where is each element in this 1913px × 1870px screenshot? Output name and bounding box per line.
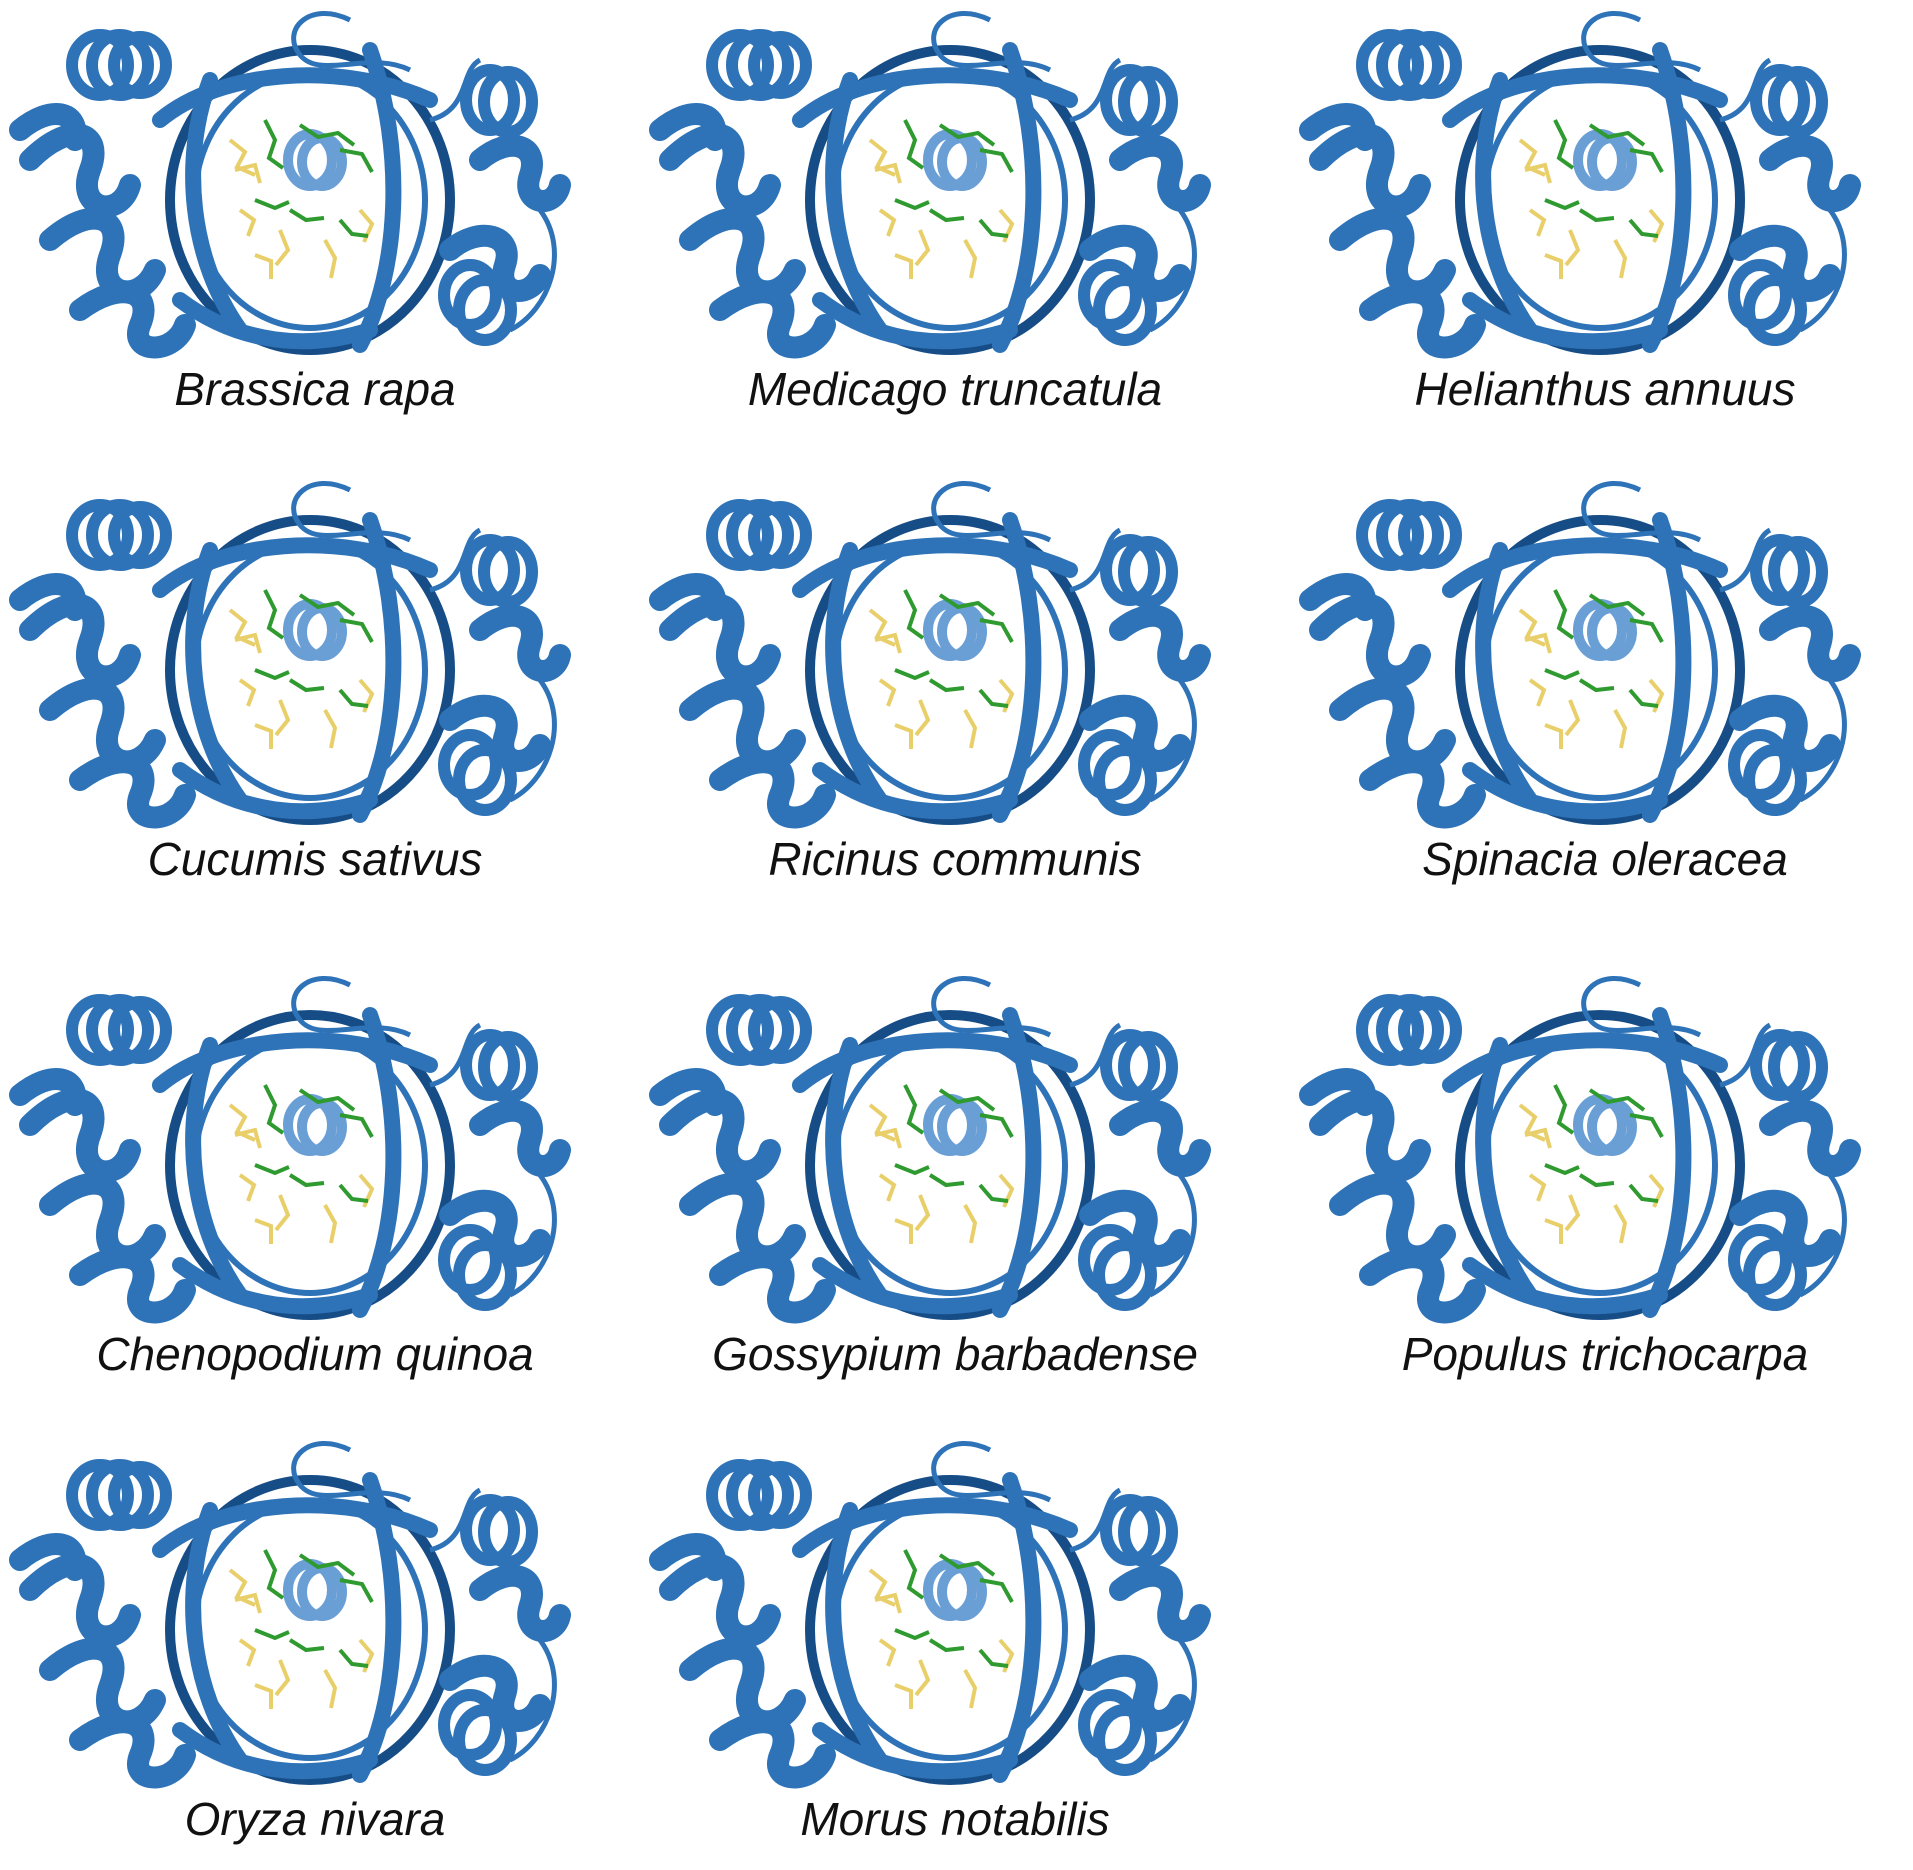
central-helix xyxy=(923,129,987,191)
left-helix-bundle xyxy=(649,573,836,829)
central-helix xyxy=(923,1559,987,1621)
top-left-helix xyxy=(1356,994,1462,1066)
ligand-sidechains xyxy=(868,1549,1015,1709)
central-helix xyxy=(283,1559,347,1621)
species-panel: Gossypium barbadense xyxy=(649,975,1260,1405)
species-label: Gossypium barbadense xyxy=(712,1328,1198,1380)
left-helix-bundle xyxy=(9,1068,196,1324)
left-helix-bundle xyxy=(1299,1068,1486,1324)
central-helix xyxy=(283,599,347,661)
protein-ribbon-structure xyxy=(649,11,1211,359)
beta-barrel xyxy=(1442,976,1745,1320)
top-left-helix xyxy=(706,29,812,101)
right-helix-bundle xyxy=(429,1022,571,1311)
right-helix-bundle xyxy=(1069,57,1211,346)
beta-barrel xyxy=(152,11,455,355)
species-panel: Helianthus annuus xyxy=(1299,10,1910,440)
right-helix-bundle xyxy=(429,1487,571,1776)
top-left-helix xyxy=(1356,29,1462,101)
species-panel: Spinacia oleracea xyxy=(1299,480,1910,910)
ligand-sidechains xyxy=(1518,119,1665,279)
species-panel: Oryza nivara xyxy=(9,1440,620,1870)
species-label: Helianthus annuus xyxy=(1414,363,1796,415)
beta-barrel xyxy=(792,1441,1095,1785)
beta-barrel xyxy=(152,976,455,1320)
ligand-sidechains xyxy=(228,119,375,279)
ligand-sidechains xyxy=(868,1084,1015,1244)
left-helix-bundle xyxy=(649,103,836,359)
left-helix-bundle xyxy=(1299,573,1486,829)
ligand-sidechains xyxy=(228,589,375,749)
beta-barrel xyxy=(1442,11,1745,355)
right-helix-bundle xyxy=(1069,1022,1211,1311)
protein-ribbon-structure xyxy=(649,1441,1211,1789)
top-left-helix xyxy=(66,1459,172,1531)
beta-barrel xyxy=(792,11,1095,355)
right-helix-bundle xyxy=(1719,57,1861,346)
protein-ribbon-structure xyxy=(1299,11,1861,359)
beta-barrel xyxy=(152,1441,455,1785)
beta-barrel xyxy=(792,481,1095,825)
species-label: Medicago truncatula xyxy=(747,363,1163,415)
right-helix-bundle xyxy=(1069,1487,1211,1776)
right-helix-bundle xyxy=(1069,527,1211,816)
left-helix-bundle xyxy=(9,103,196,359)
species-label: Spinacia oleracea xyxy=(1422,833,1788,885)
left-helix-bundle xyxy=(649,1068,836,1324)
species-panel: Cucumis sativus xyxy=(9,480,620,910)
left-helix-bundle xyxy=(649,1533,836,1789)
top-left-helix xyxy=(706,1459,812,1531)
species-panel: Brassica rapa xyxy=(9,10,620,440)
ligand-sidechains xyxy=(228,1084,375,1244)
protein-ribbon-structure xyxy=(649,976,1211,1324)
species-panel: Medicago truncatula xyxy=(649,10,1260,440)
ligand-sidechains xyxy=(868,119,1015,279)
right-helix-bundle xyxy=(429,527,571,816)
central-helix xyxy=(283,1094,347,1156)
left-helix-bundle xyxy=(9,1533,196,1789)
top-left-helix xyxy=(66,499,172,571)
ligand-sidechains xyxy=(228,1549,375,1709)
ligand-sidechains xyxy=(868,589,1015,749)
protein-ribbon-structure xyxy=(1299,481,1861,829)
central-helix xyxy=(1573,129,1637,191)
species-label: Oryza nivara xyxy=(184,1793,446,1845)
species-panel: Morus notabilis xyxy=(649,1440,1260,1870)
central-helix xyxy=(923,599,987,661)
top-left-helix xyxy=(1356,499,1462,571)
left-helix-bundle xyxy=(9,573,196,829)
protein-ribbon-structure xyxy=(649,481,1211,829)
central-helix xyxy=(283,129,347,191)
protein-ribbon-structure xyxy=(9,481,571,829)
species-label: Ricinus communis xyxy=(768,833,1142,885)
ligand-sidechains xyxy=(1518,589,1665,749)
ligand-sidechains xyxy=(1518,1084,1665,1244)
top-left-helix xyxy=(66,29,172,101)
right-helix-bundle xyxy=(1719,1022,1861,1311)
species-panel: Chenopodium quinoa xyxy=(9,975,620,1405)
central-helix xyxy=(1573,1094,1637,1156)
central-helix xyxy=(923,1094,987,1156)
top-left-helix xyxy=(706,499,812,571)
beta-barrel xyxy=(792,976,1095,1320)
left-helix-bundle xyxy=(1299,103,1486,359)
protein-ribbon-structure xyxy=(9,1441,571,1789)
protein-ribbon-structure xyxy=(9,976,571,1324)
beta-barrel xyxy=(152,481,455,825)
top-left-helix xyxy=(706,994,812,1066)
right-helix-bundle xyxy=(429,57,571,346)
protein-ribbon-structure xyxy=(1299,976,1861,1324)
species-label: Cucumis sativus xyxy=(147,833,483,885)
right-helix-bundle xyxy=(1719,527,1861,816)
species-label: Chenopodium quinoa xyxy=(96,1328,534,1380)
species-label: Morus notabilis xyxy=(800,1793,1110,1845)
species-panel: Ricinus communis xyxy=(649,480,1260,910)
protein-ribbon-structure xyxy=(9,11,571,359)
central-helix xyxy=(1573,599,1637,661)
species-label: Populus trichocarpa xyxy=(1401,1328,1809,1380)
top-left-helix xyxy=(66,994,172,1066)
species-panel: Populus trichocarpa xyxy=(1299,975,1910,1405)
species-label: Brassica rapa xyxy=(174,363,456,415)
beta-barrel xyxy=(1442,481,1745,825)
